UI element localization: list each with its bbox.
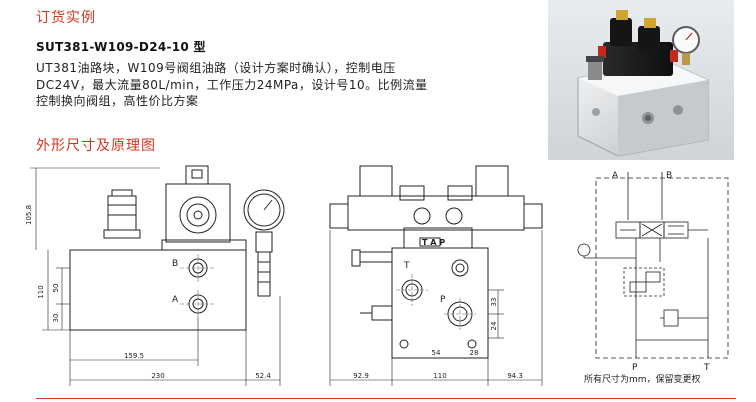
hydraulic-schematic [577, 172, 729, 359]
description-line: 控制换向阀组，高性价比方案 [36, 94, 199, 108]
port-a-label: A [172, 295, 179, 305]
dim-d28: 28 [470, 349, 479, 357]
description: UT381油路块，W109号阀组油路（设计方案时确认），控制电压 DC24V，最… [36, 60, 506, 110]
description-line: UT381油路块，W109号阀组油路（设计方案时确认），控制电压 [36, 61, 396, 75]
schem-p: P [632, 363, 638, 373]
dim-d54: 54 [432, 349, 441, 357]
front-view [30, 165, 285, 386]
dim-block-height: 110 [37, 285, 45, 298]
model-code: SUT381-W109-D24-10 型 [36, 40, 206, 54]
product-photo [548, 0, 734, 160]
dim-width-total: 230 [151, 372, 164, 380]
port-t-label: T [403, 261, 410, 271]
dim-h24: 24 [490, 321, 498, 330]
order-example-title: 订货实例 [36, 10, 96, 26]
dim-right-ext: 52.4 [255, 372, 271, 380]
cartridge [107, 195, 137, 231]
dim-port-spacing: 50 [52, 284, 60, 293]
drawings: 105.8 110 50 30 159.5 230 52.4 33 24 54 … [25, 165, 729, 386]
valve-label: T A P [422, 238, 445, 247]
port-b-label: B [172, 259, 178, 269]
dim-total-height: 105.8 [25, 205, 33, 225]
dim-width-inner: 159.5 [124, 352, 144, 360]
gauge [243, 189, 285, 231]
schem-a: A [612, 171, 619, 181]
dim-right: 94.3 [507, 372, 523, 380]
valve-top [347, 195, 525, 231]
dimension-title: 外形尺寸及原理图 [36, 138, 156, 154]
dim-left: 92.9 [353, 372, 369, 380]
description-line: DC24V，最大流量80L/min，工作压力24MPa，设计号10。比例流量 [36, 77, 428, 92]
front-block [69, 249, 247, 331]
dim-lower-offset: 30 [52, 314, 60, 323]
schem-b: B [666, 171, 672, 181]
dim-h33: 33 [490, 298, 498, 307]
schem-t: T [703, 363, 710, 373]
side-view [329, 165, 543, 386]
bottom-divider [36, 398, 736, 399]
port-p-label: P [440, 295, 446, 305]
footnote: 所有尺寸为mm，保留变更权 [584, 375, 701, 385]
dim-mid: 110 [433, 372, 446, 380]
